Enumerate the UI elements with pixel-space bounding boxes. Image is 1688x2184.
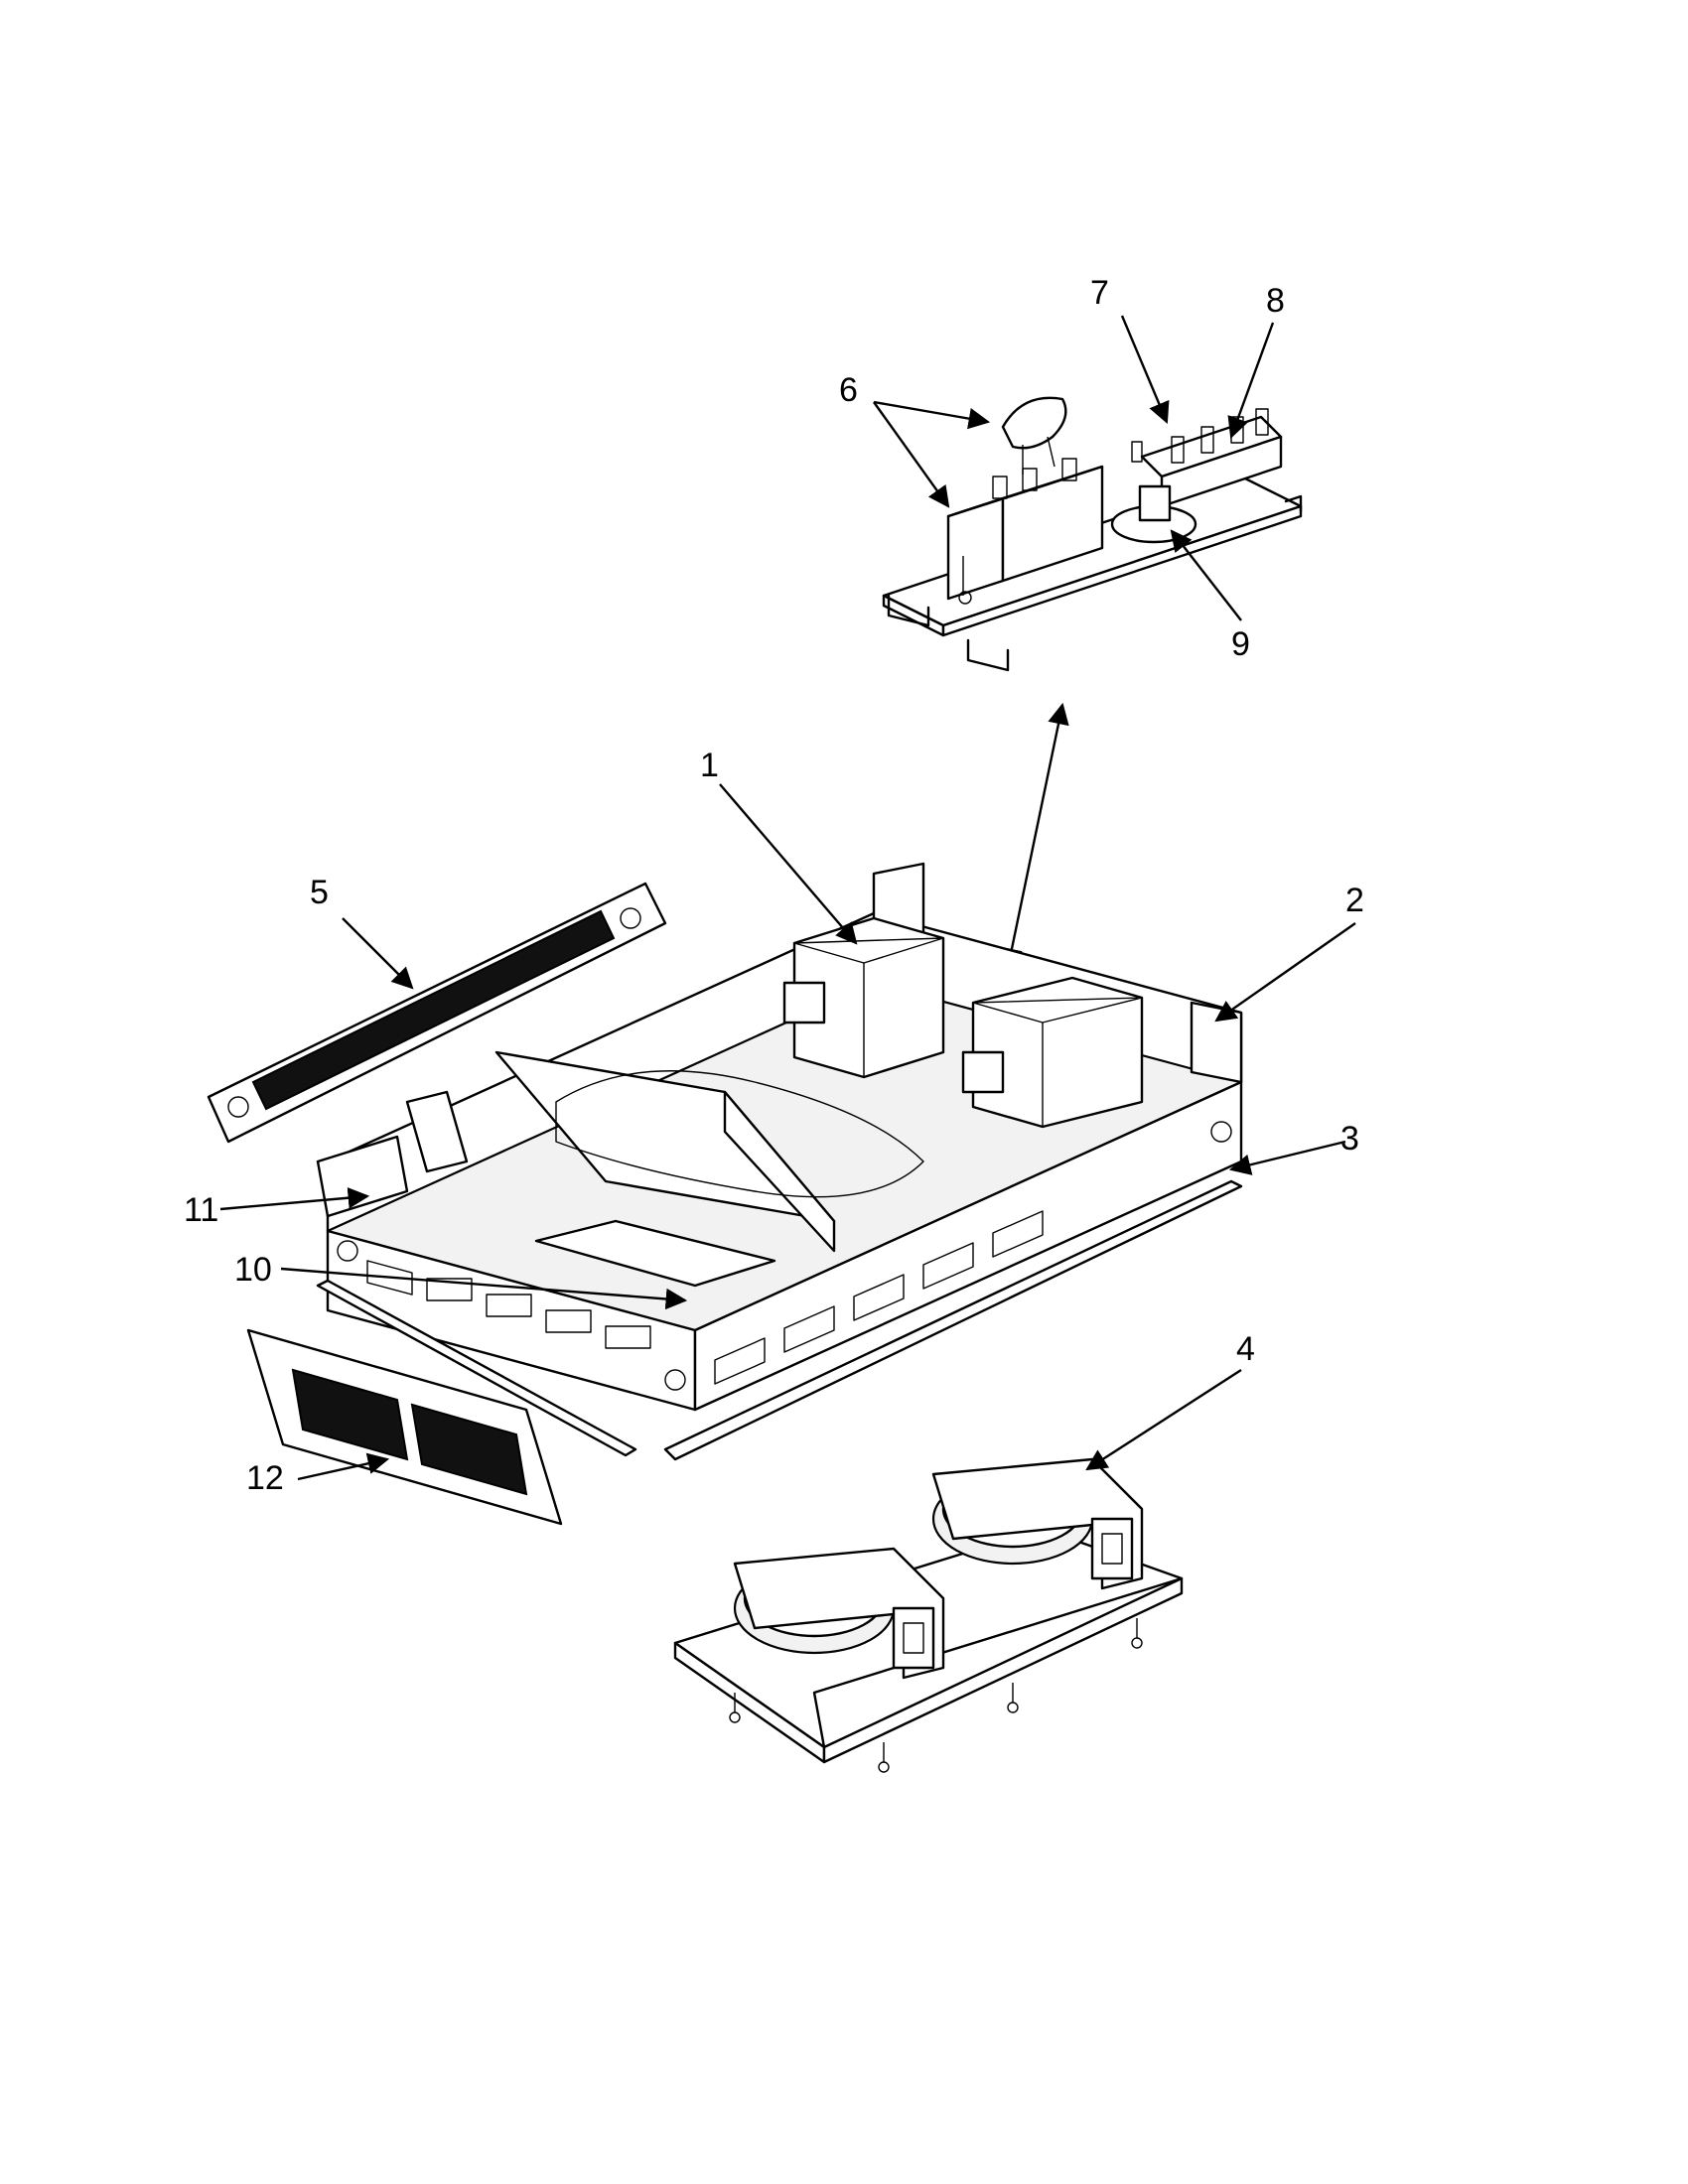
callout-4: 4 bbox=[1236, 1330, 1255, 1368]
callout-3: 3 bbox=[1340, 1120, 1359, 1158]
front-trim bbox=[316, 1279, 637, 1457]
leader-lines bbox=[219, 315, 1356, 1481]
callout-5: 5 bbox=[310, 874, 329, 911]
callout-9: 9 bbox=[1231, 625, 1250, 663]
assembly-arrow bbox=[1001, 702, 1069, 971]
top-grille bbox=[207, 882, 667, 1144]
chassis-base bbox=[316, 862, 1243, 1412]
callout-11: 11 bbox=[184, 1191, 218, 1229]
callout-2: 2 bbox=[1345, 882, 1364, 919]
front-vent-panel bbox=[246, 1328, 563, 1526]
callout-7: 7 bbox=[1090, 274, 1109, 312]
capacitor bbox=[1001, 396, 1067, 450]
callout-6: 6 bbox=[839, 371, 858, 409]
callout-10: 10 bbox=[234, 1251, 272, 1289]
callout-1: 1 bbox=[700, 747, 719, 784]
callout-8: 8 bbox=[1266, 282, 1285, 320]
transformer-1 bbox=[792, 916, 945, 1079]
rail-strip bbox=[663, 1179, 1243, 1461]
blower-assembly bbox=[673, 1457, 1184, 1773]
callout-12: 12 bbox=[246, 1459, 284, 1497]
